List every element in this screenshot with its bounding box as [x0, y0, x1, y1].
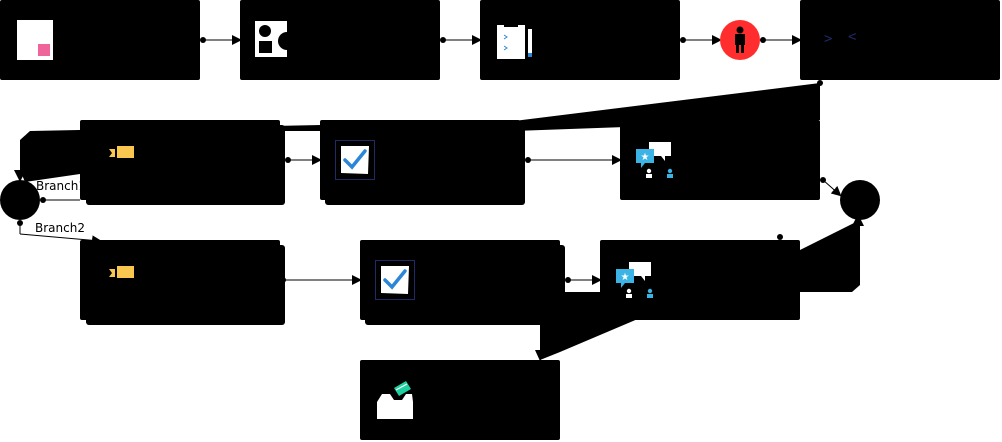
flow-dot: [777, 234, 783, 240]
node-check-branch2[interactable]: [360, 240, 560, 320]
branch1-label: Branch1: [36, 179, 86, 193]
svg-text:★: ★: [621, 272, 630, 283]
node-document[interactable]: [0, 0, 200, 80]
node-inbox[interactable]: [360, 360, 560, 440]
flow-arrowhead: [14, 170, 26, 182]
gateway-split[interactable]: [0, 180, 40, 220]
document-icon: [17, 20, 53, 60]
clipboard-icon: [497, 21, 532, 59]
gateway-merge[interactable]: [840, 180, 880, 220]
ticket-icon: [109, 266, 134, 278]
ticket-icon: [109, 146, 134, 158]
flow-row2: [285, 155, 842, 197]
flow-line: [19, 233, 102, 246]
node-review-branch2[interactable]: ★: [600, 240, 800, 320]
flow-band: [800, 220, 860, 292]
send-receive-icon: > <: [824, 29, 864, 51]
person-icon: [735, 26, 745, 53]
node-person-event[interactable]: [720, 20, 760, 60]
inbox-icon: [377, 381, 413, 419]
checklist-icon: [375, 260, 415, 300]
node-clipboard[interactable]: [480, 0, 680, 80]
flow-branch: [17, 197, 102, 246]
branch2-label: Branch2: [35, 221, 85, 235]
send-arrow: >: [824, 31, 833, 47]
flow-arrowhead: [535, 350, 548, 361]
shapes-icon: [255, 21, 296, 57]
node-ticket-branch2[interactable]: [80, 240, 280, 320]
node-ticket-branch1[interactable]: [80, 120, 280, 200]
node-shapes[interactable]: [240, 0, 440, 80]
node-check-branch1[interactable]: [320, 120, 520, 200]
flow-row1: [200, 35, 802, 45]
node-send-receive[interactable]: > <: [800, 0, 1000, 80]
svg-text:★: ★: [641, 152, 650, 163]
review-chat-icon: ★: [636, 142, 673, 178]
flow-line: [822, 179, 842, 197]
node-review-branch1[interactable]: ★: [620, 120, 820, 200]
receive-arrow: <: [848, 29, 857, 45]
review-chat-icon: ★: [616, 262, 653, 298]
flow-arrowhead: [852, 214, 864, 226]
checklist-icon: [335, 140, 375, 180]
